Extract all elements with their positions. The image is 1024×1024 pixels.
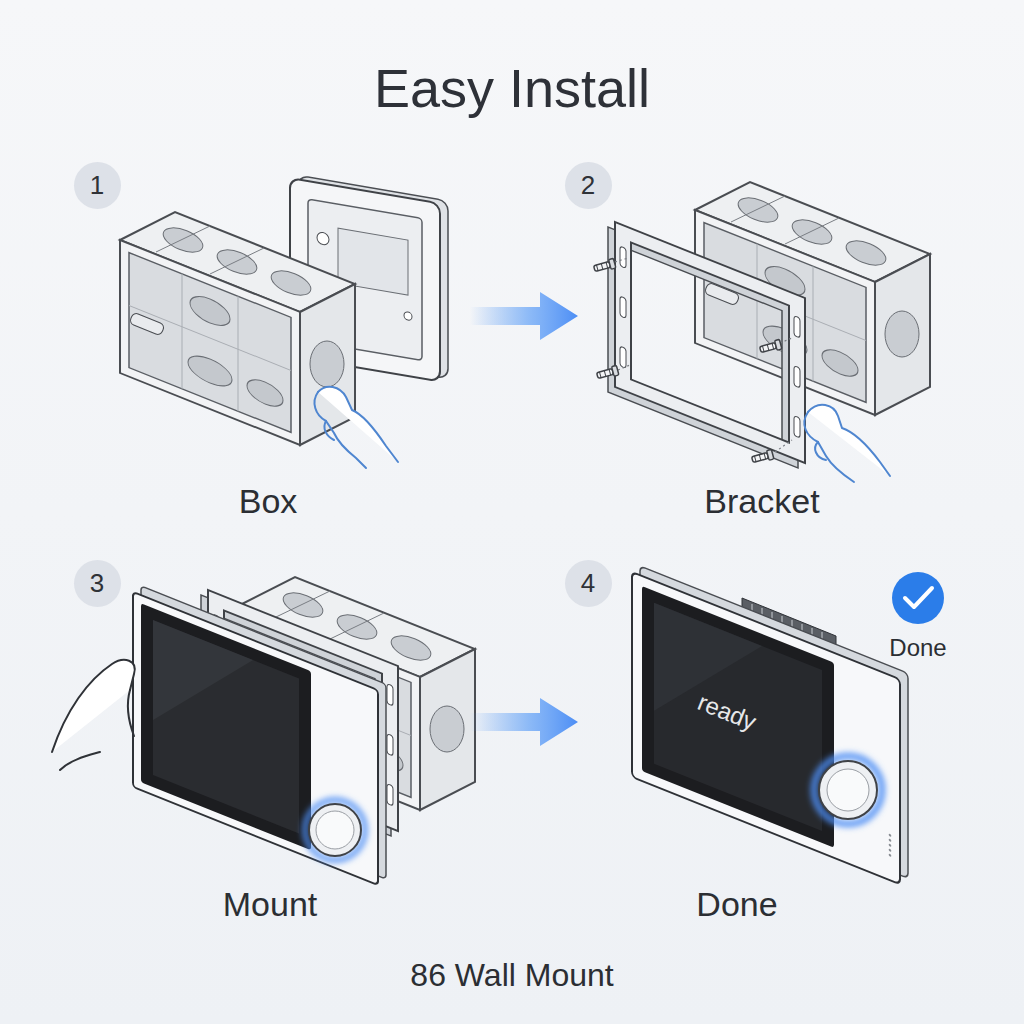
step-number-text: 3 <box>90 568 104 599</box>
hand <box>804 405 890 482</box>
hand <box>52 660 135 770</box>
step-label: Bracket <box>704 482 819 521</box>
step-label: Mount <box>223 885 318 924</box>
step-number: 3 <box>74 560 121 607</box>
screw <box>759 339 782 354</box>
step-label: Done <box>696 885 777 924</box>
step-number-text: 2 <box>581 170 595 201</box>
junction-box <box>120 212 355 445</box>
screw <box>593 258 616 273</box>
step-arrow <box>470 292 578 340</box>
display-panel <box>632 566 908 884</box>
title: Easy Install <box>374 57 650 119</box>
mounting-bracket <box>608 222 805 468</box>
screw <box>596 365 619 380</box>
step-number-text: 4 <box>581 568 595 599</box>
step-number-text: 1 <box>90 170 104 201</box>
step-number: 4 <box>565 560 612 607</box>
screw <box>751 449 774 464</box>
step-number: 1 <box>74 162 121 209</box>
screw-guides <box>615 258 792 452</box>
badge-label: Done <box>889 634 946 662</box>
step-number: 2 <box>565 162 612 209</box>
step-label: Box <box>239 482 298 521</box>
junction-box <box>695 182 930 415</box>
step-arrow <box>470 698 578 746</box>
hand <box>315 387 398 468</box>
display-panel <box>133 586 386 885</box>
check-badge <box>892 572 944 624</box>
caption: 86 Wall Mount <box>410 957 613 994</box>
